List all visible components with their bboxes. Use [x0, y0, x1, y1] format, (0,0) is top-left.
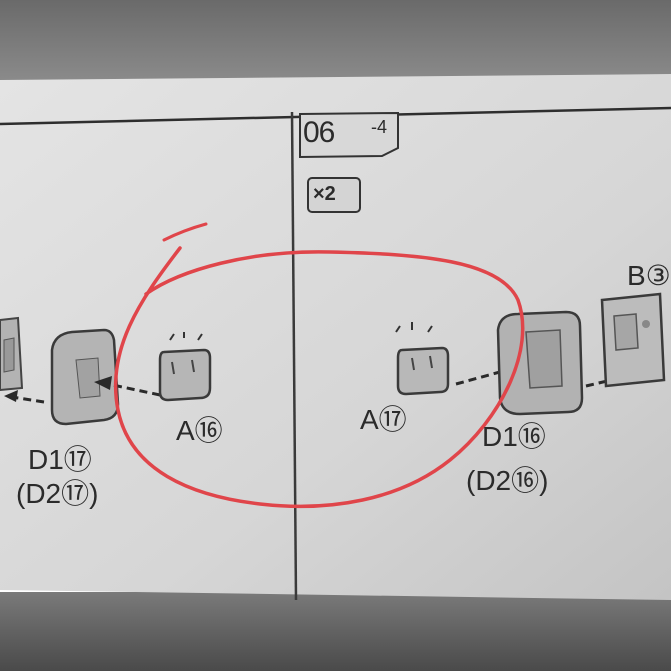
step-number-box [299, 111, 399, 159]
arrow-left-2-head [94, 376, 112, 390]
panel-divider [290, 111, 298, 601]
label-far-right-b: B③ [627, 260, 671, 291]
left-a-part [158, 332, 212, 402]
arrow-left-1 [11, 395, 45, 404]
label-left-a: A⑯ [176, 415, 223, 446]
left-d-part [50, 328, 120, 426]
label-left-d: D1⑰ [28, 444, 92, 475]
multiplier-box [307, 177, 361, 213]
paper-sheet [0, 74, 671, 600]
step-number: 06 [303, 116, 335, 149]
label-right-d-alt: (D2⑯) [466, 465, 549, 496]
right-d-part [496, 310, 584, 416]
far-right-b-part [600, 292, 666, 388]
label-right-d: D1⑯ [482, 421, 546, 452]
label-left-d-alt: (D2⑰) [16, 478, 99, 509]
background-top [0, 0, 671, 80]
red-marker-tail [162, 222, 208, 242]
arrow-center [455, 370, 501, 386]
multiplier-label: ×2 [313, 183, 336, 205]
background-bottom [0, 592, 671, 671]
label-center-a: A⑰ [360, 404, 407, 435]
center-a-part [395, 322, 450, 396]
arrow-left-1-head [4, 390, 18, 402]
left-edge-part [0, 316, 24, 392]
red-marker-circle [113, 246, 525, 509]
step-sub-number: -4 [371, 117, 388, 137]
